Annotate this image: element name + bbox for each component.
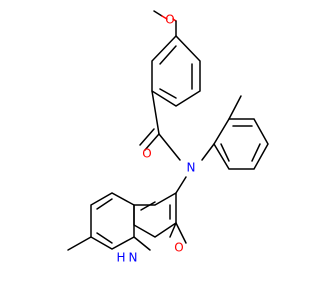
quinolinone-inner-bond-4 xyxy=(96,232,113,244)
carbonyl-double-bond-lower xyxy=(139,128,155,146)
ring-nitrogen-hydrogen-label: H xyxy=(116,251,125,265)
tolyl-inner-bond-3 xyxy=(220,143,230,162)
anisole-inner-bond-1 xyxy=(159,45,177,65)
anisole-inner-bond-2 xyxy=(159,88,177,99)
lactam-oxygen-label: O xyxy=(174,241,183,255)
nitrogen-benzyl-bond xyxy=(175,176,187,194)
carbonyl-double-bond-upper xyxy=(144,133,160,151)
anisole-ring xyxy=(151,34,201,107)
lactam-carbonyl-bond xyxy=(175,222,187,244)
tolyl-methyl-bond xyxy=(228,95,242,120)
quinolinone-inner-bond-1 xyxy=(140,201,156,211)
structure-canvas: O O N N H O xyxy=(67,10,269,265)
aryl-carbonyl-bond xyxy=(151,90,160,135)
quinolinone-inner-bond-3 xyxy=(96,198,113,210)
tolyl-inner-bond-2 xyxy=(251,143,261,162)
methoxy-oxygen-bond-left xyxy=(161,15,168,20)
nitrogen-tolyl-bond xyxy=(201,143,215,161)
amide-nitrogen-label: N xyxy=(187,161,196,175)
molecule-structure: O O N N H O xyxy=(67,10,269,265)
carbonyl-nitrogen-bond xyxy=(158,133,181,161)
nh-carbon-bond xyxy=(133,236,151,251)
quinolinone-left-ring xyxy=(90,192,135,250)
ring-nitrogen-label: N xyxy=(129,251,138,265)
methyl-methoxy-bond xyxy=(153,10,163,17)
ring-methyl-bond xyxy=(67,236,92,251)
methoxy-oxygen-label: O xyxy=(165,13,174,27)
carbonyl-oxygen-label: O xyxy=(142,147,151,161)
lactam-oxygen-bond xyxy=(169,222,177,238)
